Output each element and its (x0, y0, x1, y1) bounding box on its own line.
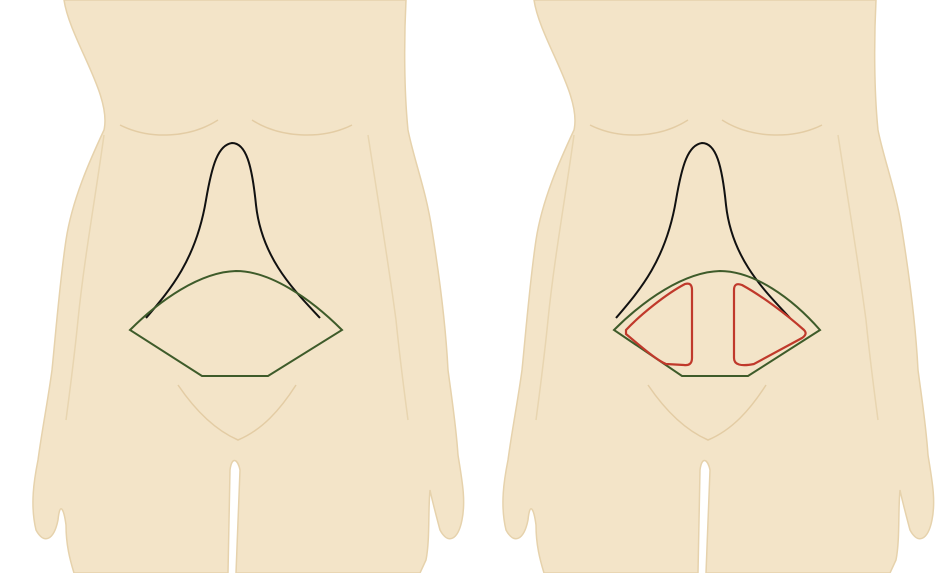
torso-illustration-left (0, 0, 470, 573)
torso-silhouette (33, 0, 464, 573)
torso-figure-right (470, 0, 940, 573)
torso-silhouette (503, 0, 934, 573)
torso-figure-left (0, 0, 470, 573)
torso-illustration-right (470, 0, 940, 573)
